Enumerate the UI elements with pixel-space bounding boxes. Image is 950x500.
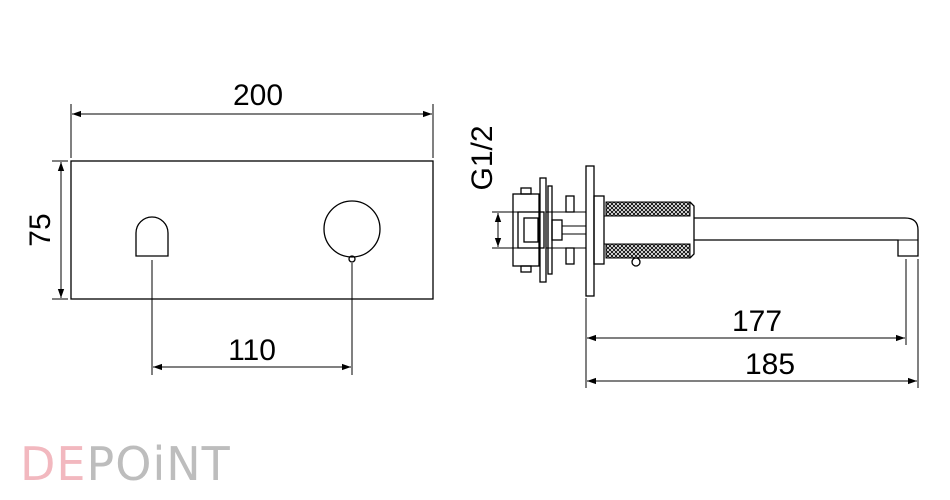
dimension-185-label: 185 (745, 348, 795, 381)
valve-body (517, 211, 545, 249)
dimension-200-label: 200 (233, 79, 283, 112)
knurled-band-top (605, 201, 691, 217)
spout-outlet (135, 216, 169, 257)
brand-logo: DEPOiNT (20, 437, 231, 491)
knob-indicator (348, 255, 356, 263)
dimension-110-label: 110 (228, 334, 276, 367)
indicator-dot (631, 257, 641, 267)
front-view: 200 75 110 (24, 79, 434, 375)
rear-bracket (512, 193, 540, 267)
logo-suffix: POiNT (87, 437, 231, 491)
dimension-g12-label: G1/2 (466, 125, 499, 190)
dimension-177-label: 177 (732, 305, 782, 338)
dimension-75-label: 75 (24, 213, 57, 246)
mixer-knob (323, 200, 381, 258)
side-view: G1/2 177 (466, 125, 919, 388)
spout (694, 217, 919, 257)
wall-plate (70, 160, 434, 300)
knurled-band-bottom (605, 243, 691, 259)
logo-prefix: DE (20, 437, 87, 491)
wall-plate-side (585, 165, 595, 297)
svg-text:DEPOiNT: DEPOiNT (20, 437, 231, 491)
